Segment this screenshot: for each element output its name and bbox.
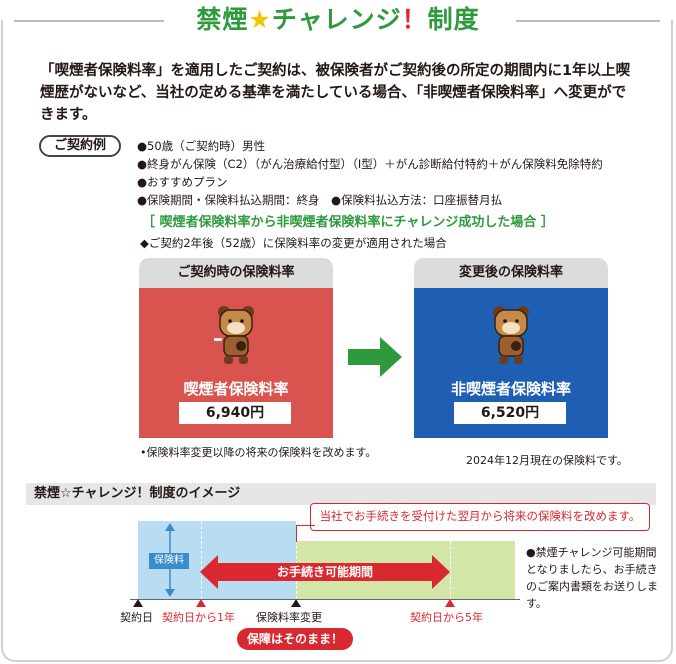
title-line-left [14, 20, 164, 22]
tick-five-year: 契約日から5年 [410, 611, 483, 624]
title-part-3: 制度 [427, 5, 480, 34]
premium-divider [296, 521, 297, 599]
future-note: •保険料率変更以降の将来の保険料を改めます。 [140, 446, 377, 459]
change-note: ◆ご契約2年後（52歳）に保険料率の変更が適用された場合 [140, 236, 447, 250]
example-label: ご契約例 [39, 135, 121, 157]
before-card-header: ご契約時の保険料率 [139, 258, 333, 288]
tick-marker-start [133, 599, 143, 607]
page-title: 禁煙★チャレンジ！制度 [158, 0, 518, 36]
intro-text: 「喫煙者保険料率」を適用したご契約は、被保険者がご契約後の所定の期間内に1年以上… [40, 63, 631, 123]
image-section-header [26, 483, 656, 505]
tick-marker-change [291, 599, 301, 607]
before-rate-label: 喫煙者保険料率 [183, 380, 289, 398]
before-card-body: 喫煙者保険料率 6,940円 [139, 288, 333, 438]
one-year-divider [201, 521, 202, 599]
condition-item: ●保険期間・保険料払込期間：終身 ●保険料払込方法：口座振替月払 [137, 193, 503, 207]
callout-pointer [296, 525, 315, 542]
success-note: ［ 喫煙者保険料率から非喫煙者保険料率にチャレンジ成功した場合 ］ [142, 215, 554, 230]
tick-marker-one-year [196, 599, 206, 607]
tick-marker-five-year [445, 599, 455, 607]
after-rate-value: 6,520円 [454, 402, 566, 424]
right-arrow-icon [348, 337, 402, 377]
tick-start: 契約日 [120, 611, 153, 624]
bar-baseline [130, 599, 520, 600]
title-part-1: 禁煙 [196, 5, 249, 34]
content-frame [1, 20, 673, 662]
before-rate-value: 6,940円 [179, 402, 291, 424]
exclamation-icon: ！ [401, 5, 428, 34]
before-card: ご契約時の保険料率 喫煙者保険料率 6,940円 [139, 258, 333, 438]
premium-tag: 保険料 [149, 553, 189, 569]
after-card: 変更後の保険料率 非喫煙者保険料率 6,520円 [414, 258, 608, 438]
procedure-period-arrow [200, 555, 450, 589]
after-card-header: 変更後の保険料率 [414, 258, 608, 288]
callout-box: 当社でお手続きを受付けた翌月から将来の保険料を改めます。 [310, 503, 650, 531]
condition-item: ●おすすめプラン [137, 175, 228, 189]
five-year-divider [450, 541, 451, 599]
tick-one-year: 契約日から1年 [162, 611, 235, 624]
tick-change: 保険料率変更 [256, 611, 322, 624]
condition-list: ●50歳（ご契約時）男性 ●終身がん保険（C2）（がん治療給付型）（Ⅰ型）＋がん… [137, 137, 657, 209]
smoking-bear-icon [214, 306, 254, 364]
after-rate-label: 非喫煙者保険料率 [450, 380, 571, 398]
date-note: 2024年12月現在の保険料です。 [466, 454, 628, 467]
condition-item: ●50歳（ご契約時）男性 [137, 139, 266, 153]
title-line-right [516, 20, 660, 22]
side-note: ●禁煙チャレンジ可能期間となりましたら、お手続きのご案内書類をお送りします。 [526, 546, 658, 610]
image-section-title: 禁煙☆チャレンジ！制度のイメージ [34, 486, 241, 501]
after-card-body: 非喫煙者保険料率 6,520円 [414, 288, 608, 438]
title-part-2: チャレンジ [271, 5, 402, 34]
procedure-period-label: お手続き可能期間 [276, 565, 373, 579]
happy-bear-icon [493, 306, 529, 364]
condition-item: ●終身がん保険（C2）（がん治療給付型）（Ⅰ型）＋がん診断給付特約＋がん保険料免… [137, 157, 603, 171]
coverage-badge: 保障はそのまま！ [237, 628, 353, 650]
star-icon: ★ [248, 5, 272, 34]
